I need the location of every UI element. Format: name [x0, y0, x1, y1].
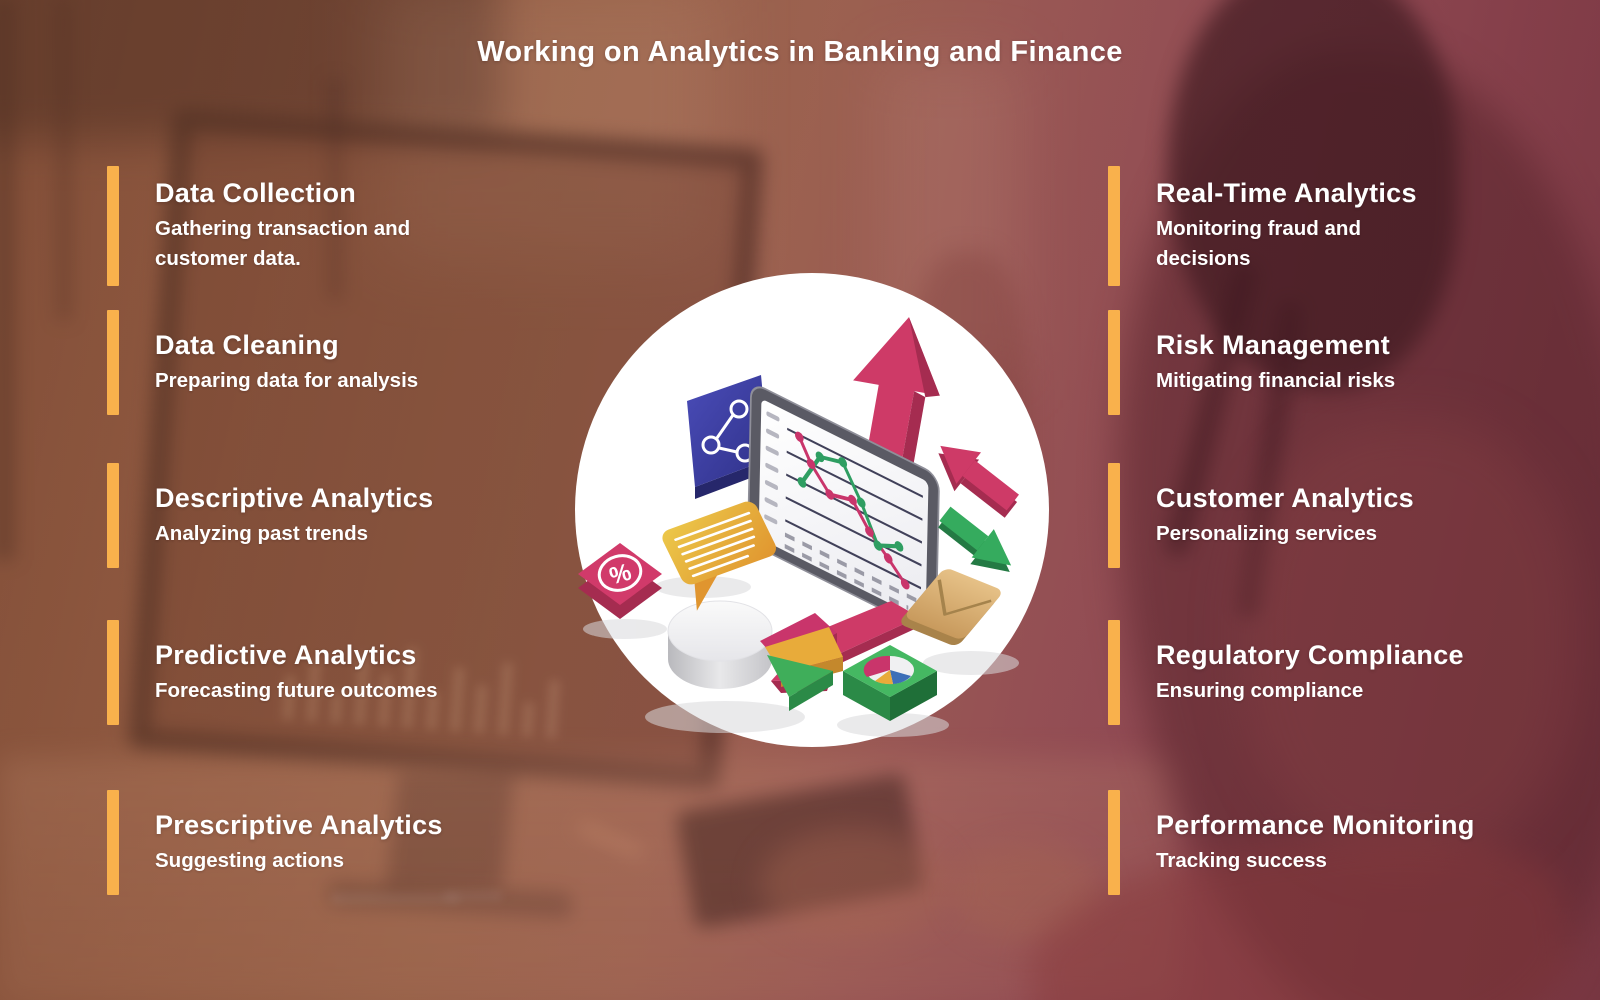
speech-bubble-icon [662, 501, 776, 611]
soft-shadows [583, 576, 1019, 737]
item-heading: Data Collection [155, 178, 357, 208]
accent-bar [1108, 166, 1120, 286]
accent-bar [107, 166, 119, 286]
bg-window-glow [380, 0, 720, 260]
bg-desk [0, 758, 1180, 1000]
page-title: Working on Analytics in Banking and Fina… [477, 36, 1123, 68]
list-item-real-time-analytics: Real-Time Analytics Monitoring fraud and… [1108, 166, 1417, 286]
list-item-performance-monitoring: Performance Monitoring Tracking success [1108, 790, 1475, 895]
item-heading: Customer Analytics [1156, 482, 1414, 513]
list-item-prescriptive-analytics: Prescriptive Analytics Suggesting action… [107, 790, 443, 895]
item-heading: Risk Management [1156, 329, 1391, 360]
bg-window-frame [0, 0, 14, 560]
accent-bar [107, 310, 119, 415]
bg-braided-hair [1168, 0, 1458, 390]
bg-ceiling-shadow [0, 0, 500, 140]
item-heading: Real-Time Analytics [1156, 178, 1417, 208]
pie-tile-icon [843, 645, 937, 721]
item-description: Preparing data for analysis [155, 368, 419, 392]
item-description: Ensuring compliance [1156, 678, 1364, 702]
item-description: Monitoring fraud and decisions [1156, 217, 1361, 270]
line-chart-board-icon [747, 386, 940, 632]
list-item-customer-analytics: Customer Analytics Personalizing service… [1108, 463, 1414, 568]
item-heading: Regulatory Compliance [1156, 639, 1464, 670]
item-heading: Prescriptive Analytics [155, 809, 443, 840]
list-item-regulatory-compliance: Regulatory Compliance Ensuring complianc… [1108, 620, 1464, 725]
percent-tile-icon: % [578, 543, 662, 619]
list-item-data-cleaning: Data Cleaning Preparing data for analysi… [107, 310, 418, 415]
bg-window-frame [58, 0, 70, 320]
bg-shoulder [1240, 420, 1580, 860]
item-heading: Performance Monitoring [1156, 809, 1475, 840]
item-heading: Data Cleaning [155, 329, 339, 360]
item-description: Mitigating financial risks [1156, 368, 1396, 392]
accent-bar [107, 620, 119, 725]
accent-bar [1108, 620, 1120, 725]
pie-chart-3d-icon [667, 600, 843, 711]
accent-bar [1108, 790, 1120, 895]
bg-hand [760, 828, 950, 940]
envelope-icon [901, 569, 1001, 646]
list-item-predictive-analytics: Predictive Analytics Forecasting future … [107, 620, 438, 725]
item-description: Suggesting actions [155, 848, 345, 872]
item-description: Analyzing past trends [155, 521, 369, 545]
list-item-data-collection: Data Collection Gathering transaction an… [107, 166, 410, 286]
item-heading: Descriptive Analytics [155, 482, 434, 513]
accent-bar [1108, 463, 1120, 568]
list-item-risk-management: Risk Management Mitigating financial ris… [1108, 310, 1395, 415]
accent-bar [107, 790, 119, 895]
item-description: Tracking success [1156, 848, 1327, 872]
item-heading: Predictive Analytics [155, 639, 417, 670]
analytics-illustration: % [575, 273, 1049, 747]
bg-screen-text [444, 890, 502, 902]
exchange-arrows-icon [938, 445, 1019, 573]
bg-window-frame [328, 80, 342, 300]
accent-bar [107, 463, 119, 568]
accent-bar [1108, 310, 1120, 415]
list-item-descriptive-analytics: Descriptive Analytics Analyzing past tre… [107, 463, 433, 568]
item-description: Forecasting future outcomes [155, 678, 438, 702]
item-description: Personalizing services [1156, 521, 1378, 545]
item-description: Gathering transaction and customer data. [155, 217, 411, 270]
bg-screen-text [332, 892, 460, 904]
